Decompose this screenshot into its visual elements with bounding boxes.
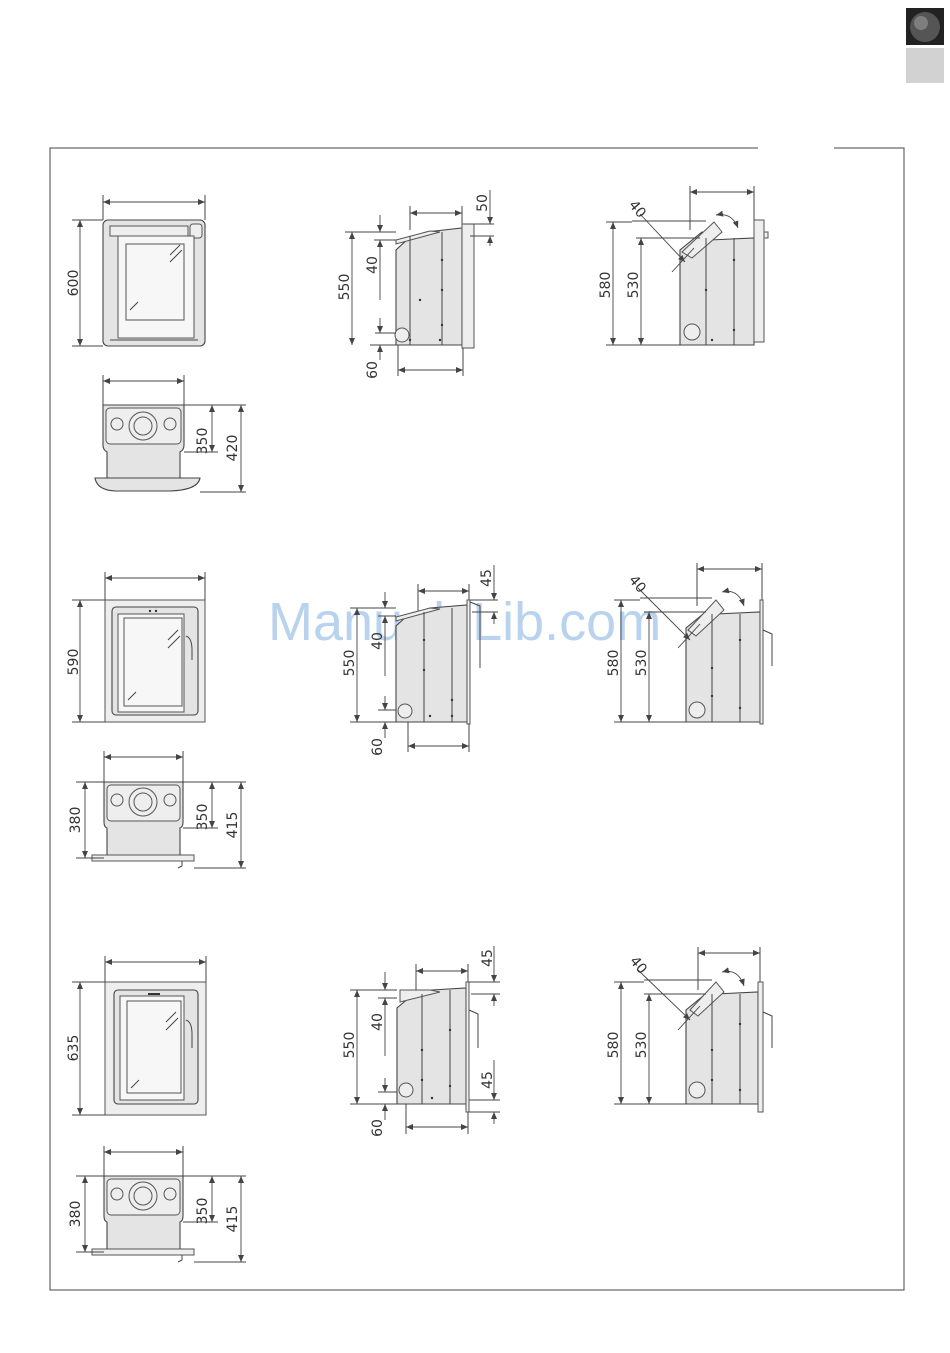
side-height-label: 550 [342,1032,358,1059]
angle-h1-label: 580 [598,272,614,299]
front-view-1: 600 [66,195,205,346]
top-depth-b-label: 415 [225,812,241,839]
side-bottom-label: 60 [370,1119,386,1137]
front-height-label: 600 [66,270,82,297]
top-depth-b-label: 415 [225,1206,241,1233]
side-bottom-label: 60 [370,738,386,756]
top-depth-a-label: 350 [195,1198,211,1225]
front-height-label: 590 [66,649,82,676]
row-1: 600 350 420 [66,186,768,492]
side-top-label: 45 [479,569,495,587]
angle-h1-label: 580 [606,650,622,677]
angle-h2-label: 530 [626,272,642,299]
front-view-2: 590 [66,572,205,722]
top-depth-a-label: 350 [195,804,211,831]
side-height-label: 550 [342,650,358,677]
top-view-1: 350 420 [95,375,246,492]
side-top-label: 50 [475,194,491,212]
angle-h1-label: 580 [606,1032,622,1059]
angle-label: 40 [626,953,650,977]
side-view-3: 45 45 550 40 60 [342,946,500,1137]
angled-view-3: 40 580 530 [606,947,772,1112]
angled-view-1: 40 580 530 [598,186,768,345]
top-depth-a-label: 350 [195,428,211,455]
front-view-3: 635 [66,956,206,1115]
side-top-gap-label: 40 [370,1013,386,1031]
side-top-label: 45 [480,949,496,967]
top-depth-c-label: 380 [68,807,84,834]
row-3: 635 380 350 415 [66,946,772,1262]
angle-h2-label: 530 [634,650,650,677]
side-view-1: 50 550 40 60 [337,190,494,379]
side-top-gap-label: 40 [365,256,381,274]
side-top-gap-label: 40 [370,632,386,650]
side-bottom-label: 60 [365,361,381,379]
top-depth-c-label: 380 [68,1201,84,1228]
angle-label: 40 [625,197,649,221]
top-view-2: 380 350 415 [68,751,246,868]
corner-tab-light [906,48,944,83]
top-view-3: 380 350 415 [68,1146,246,1262]
corner-tabs [906,8,944,83]
top-depth-b-label: 420 [225,435,241,462]
side-height-label: 550 [337,274,353,301]
angle-h2-label: 530 [634,1032,650,1059]
side-lower-label: 45 [480,1071,496,1089]
front-height-label: 635 [66,1035,82,1062]
